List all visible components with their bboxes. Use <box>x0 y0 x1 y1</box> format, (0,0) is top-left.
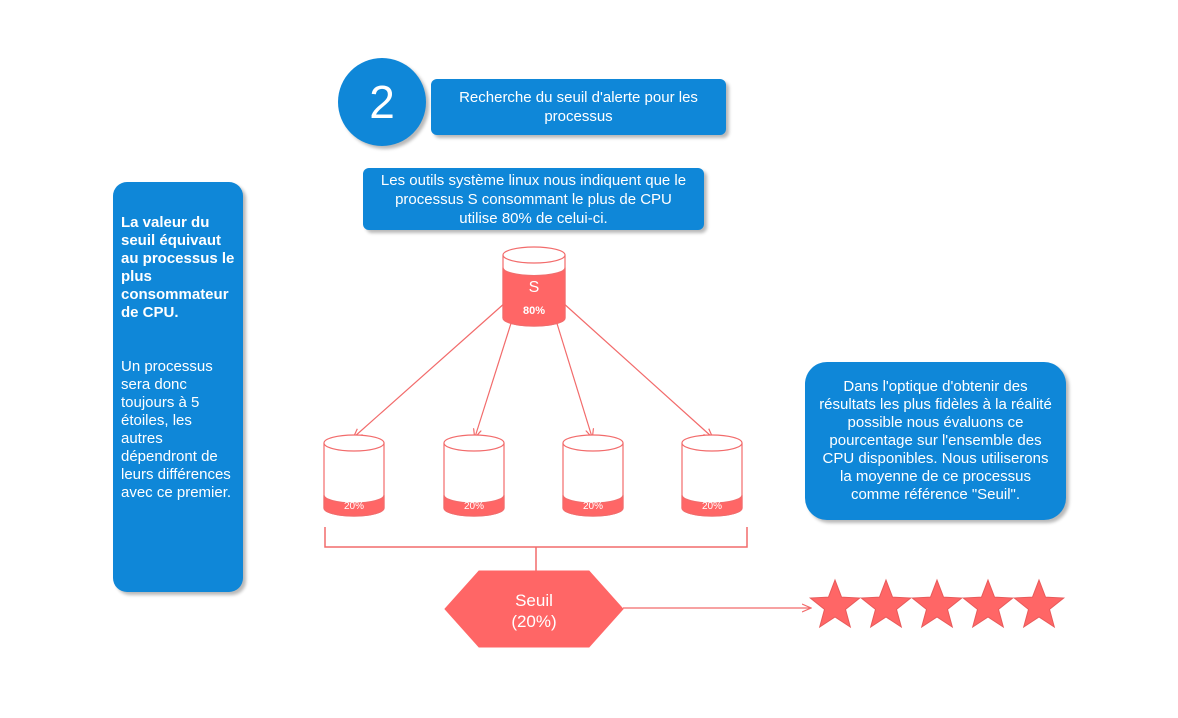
sub-process-2-cylinder-fill <box>443 494 505 517</box>
threshold-value: (20%) <box>511 612 556 631</box>
left-explanation-box: La valeur du seuil équivaut au processus… <box>113 182 243 592</box>
right-text: Dans l'optique d'obtenir des résultats l… <box>819 378 1052 503</box>
sub-process-4-cylinder-fill <box>681 494 743 517</box>
step-number-circle: 2 <box>338 58 426 146</box>
sub-process-4-percent: 20% <box>702 501 722 512</box>
star-rating <box>808 578 1066 629</box>
threshold-hexagon: Seuil (20%) <box>444 570 624 648</box>
sub-process-3-percent: 20% <box>583 501 603 512</box>
sub-process-1-percent: 20% <box>344 501 364 512</box>
sub-process-3-cylinder <box>562 434 624 517</box>
process-s-body-fill <box>502 267 566 327</box>
sub-process-4-cylinder <box>681 434 743 517</box>
process-s-percent: 80% <box>523 305 545 317</box>
title-text: Recherche du seuil d'alerte pour les pro… <box>459 89 698 125</box>
process-s-cylinder: S 80% <box>502 246 566 327</box>
group-bracket <box>324 527 748 572</box>
process-s-body <box>502 246 566 327</box>
left-bold-text: La valeur du seuil équivaut au processus… <box>121 214 235 321</box>
star-icon <box>859 578 913 629</box>
sub-process-2-percent: 20% <box>464 501 484 512</box>
info-box: Les outils système linux nous indiquent … <box>363 168 704 230</box>
arrow-to-process-2 <box>475 316 514 437</box>
title-box: Recherche du seuil d'alerte pour les pro… <box>431 79 726 135</box>
sub-process-1-cylinder-fill <box>323 494 385 517</box>
left-normal-text: Un processus sera donc toujours à 5 étoi… <box>121 358 232 501</box>
star-icon <box>808 578 862 629</box>
right-explanation-box: Dans l'optique d'obtenir des résultats l… <box>805 362 1066 520</box>
sub-process-3-cylinder-fill <box>562 494 624 517</box>
star-icon <box>961 578 1015 629</box>
arrows <box>354 301 712 437</box>
threshold-label: Seuil <box>515 591 553 610</box>
sub-process-cylinders: 20% 20% 20% 20% <box>323 434 743 517</box>
sub-process-2-cylinder <box>443 434 505 517</box>
star-icon <box>1012 578 1066 629</box>
sub-process-1-cylinder <box>323 434 385 517</box>
arrow-to-process-1 <box>354 301 507 437</box>
step-number: 2 <box>369 76 395 128</box>
arrow-to-process-3 <box>554 316 592 437</box>
info-text: Les outils système linux nous indiquent … <box>380 171 687 227</box>
process-s-name: S <box>529 279 540 296</box>
arrow-to-process-4 <box>561 301 712 437</box>
star-icon <box>910 578 964 629</box>
